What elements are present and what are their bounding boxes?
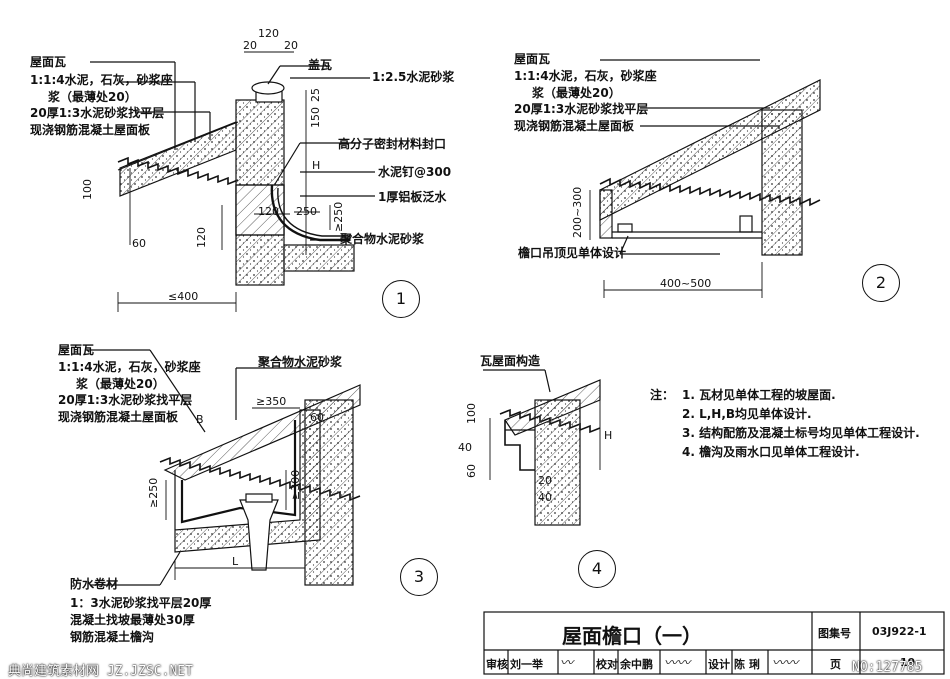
d3-slope-label: 混凝土找坡最薄处30厚 bbox=[70, 613, 195, 627]
d1-cap-tile-label: 盖瓦 bbox=[308, 58, 333, 72]
d1-mortar-bed-label-1: 1:1:4水泥，石灰，砂浆座 bbox=[30, 73, 173, 87]
d1-dim-150: 150 bbox=[309, 107, 322, 128]
d2-mortar-bed-label-2: 浆（最薄处20） bbox=[532, 86, 621, 100]
d3-dim-60: 60 bbox=[310, 411, 324, 424]
design-label: 设计 bbox=[708, 658, 730, 671]
d2-slab-label: 现浇钢筋混凝土屋面板 bbox=[514, 119, 635, 133]
d1-sealant-label: 高分子密封材料封口 bbox=[338, 137, 447, 151]
detail-1-drawing bbox=[90, 51, 375, 312]
d4-dim-100: 100 bbox=[465, 403, 478, 424]
note-item-1: 1. 瓦材见单体工程的坡屋面. bbox=[682, 388, 836, 402]
d1-dim-20b: 20 bbox=[284, 39, 298, 52]
review-signature-icon: 〰 bbox=[560, 656, 574, 671]
d1-slab-label: 现浇钢筋混凝土屋面板 bbox=[30, 123, 151, 137]
d1-roof-tile-label: 屋面瓦 bbox=[30, 55, 67, 69]
check-signature-icon: 〰〰 bbox=[664, 656, 691, 671]
d1-dim-20a: 20 bbox=[243, 39, 257, 52]
atlas-label: 图集号 bbox=[818, 627, 851, 640]
d1-dim-120: 120 bbox=[258, 27, 279, 40]
d1-polymer-label: 聚合物水泥砂浆 bbox=[340, 232, 425, 246]
d3-dim-ge300: ≥300 bbox=[289, 469, 302, 500]
d4-dim-60: 60 bbox=[465, 464, 478, 478]
page-label: 页 bbox=[830, 658, 841, 671]
d1-dim-ge250: ≥250 bbox=[332, 201, 345, 232]
d1-dim-le400: ≤400 bbox=[168, 290, 199, 303]
d1-flashing-label: 1厚铝板泛水 bbox=[378, 190, 447, 204]
d3-mortar-20-label: 1：3水泥砂浆找平层20厚 bbox=[70, 596, 212, 610]
d3-dim-ge250: ≥250 bbox=[147, 477, 160, 508]
d3-leveling-label: 20厚1:3水泥砂浆找平层 bbox=[58, 393, 193, 407]
title-block-frame bbox=[483, 611, 945, 675]
d1-dim-100: 100 bbox=[81, 179, 94, 200]
d3-waterproof-label: 防水卷材 bbox=[70, 577, 119, 591]
d2-dim-200-300: 200~300 bbox=[571, 186, 584, 238]
atlas-number: 03J922-1 bbox=[872, 625, 927, 638]
d3-dim-B: B bbox=[196, 413, 204, 426]
note-item-4: 4. 檐沟及雨水口见单体工程设计. bbox=[682, 445, 860, 459]
note-item-3: 3. 结构配筋及混凝土标号均见单体工程设计. bbox=[682, 426, 920, 440]
drawing-title: 屋面檐口（一） bbox=[562, 624, 702, 648]
d3-mortar-bed-label-1: 1:1:4水泥，石灰，砂浆座 bbox=[58, 360, 201, 374]
page-number: 19 bbox=[900, 656, 916, 669]
note-item-2: 2. L,H,B均见单体设计. bbox=[682, 407, 812, 421]
d4-dim-H: H bbox=[604, 429, 613, 442]
detail-3-drawing bbox=[86, 349, 361, 586]
d4-dim-20: 20 bbox=[538, 474, 552, 487]
d1-dim-60: 60 bbox=[132, 237, 146, 250]
review-label: 审核 bbox=[486, 658, 508, 671]
d3-mortar-bed-label-2: 浆（最薄处20） bbox=[76, 377, 165, 391]
watermark-left: 典尚建筑素材网 JZ.JZSC.NET bbox=[8, 664, 193, 679]
d1-dim-250: 250 bbox=[296, 205, 317, 218]
d3-gutter-label: 钢筋混凝土檐沟 bbox=[70, 630, 155, 644]
check-label: 校对 bbox=[596, 658, 618, 671]
d1-mortar-25-label: 1:2.5水泥砂浆 bbox=[372, 70, 455, 84]
d2-leveling-label: 20厚1:3水泥砂浆找平层 bbox=[514, 102, 649, 116]
d4-dim-40b: 40 bbox=[538, 491, 552, 504]
d3-dim-L: L bbox=[232, 555, 239, 568]
design-name: 陈 琍 bbox=[734, 658, 760, 671]
d1-dim-H: H bbox=[312, 159, 321, 172]
d4-construction-label: 瓦屋面构造 bbox=[480, 354, 541, 368]
watermark-right: NO:127785 bbox=[852, 660, 923, 675]
detail-3-number: 3 bbox=[400, 558, 438, 596]
d1-dim-25: 25 bbox=[309, 88, 322, 102]
detail-4-drawing bbox=[483, 369, 601, 526]
detail-1-number: 1 bbox=[382, 280, 420, 318]
check-name: 余中鹏 bbox=[620, 658, 653, 671]
d1-mortar-bed-label-2: 浆（最薄处20） bbox=[48, 90, 137, 104]
detail-2-number: 2 bbox=[862, 264, 900, 302]
review-name: 刘一举 bbox=[510, 658, 543, 671]
d2-mortar-bed-label-1: 1:1:4水泥，石灰，砂浆座 bbox=[514, 69, 657, 83]
d2-roof-tile-label: 屋面瓦 bbox=[514, 52, 551, 66]
d3-polymer-label: 聚合物水泥砂浆 bbox=[258, 355, 343, 369]
d3-dim-ge350: ≥350 bbox=[256, 395, 287, 408]
d3-slab-label: 现浇钢筋混凝土屋面板 bbox=[58, 410, 179, 424]
notes-prefix: 注： bbox=[650, 388, 675, 402]
d2-ceiling-label: 檐口吊顶见单体设计 bbox=[518, 246, 627, 260]
d1-dim-120c: 120 bbox=[195, 227, 208, 248]
d4-dim-40a: 40 bbox=[458, 441, 472, 454]
d1-leveling-label: 20厚1:3水泥砂浆找平层 bbox=[30, 106, 165, 120]
d1-nail-label: 水泥钉@300 bbox=[378, 165, 452, 179]
detail-2-drawing bbox=[589, 59, 821, 298]
detail-4-number: 4 bbox=[578, 550, 616, 588]
d2-dim-400-500: 400~500 bbox=[660, 277, 712, 290]
d3-roof-tile-label: 屋面瓦 bbox=[58, 343, 95, 357]
design-signature-icon: 〰〰 bbox=[772, 656, 799, 671]
d1-dim-120b: 120 bbox=[258, 205, 279, 218]
